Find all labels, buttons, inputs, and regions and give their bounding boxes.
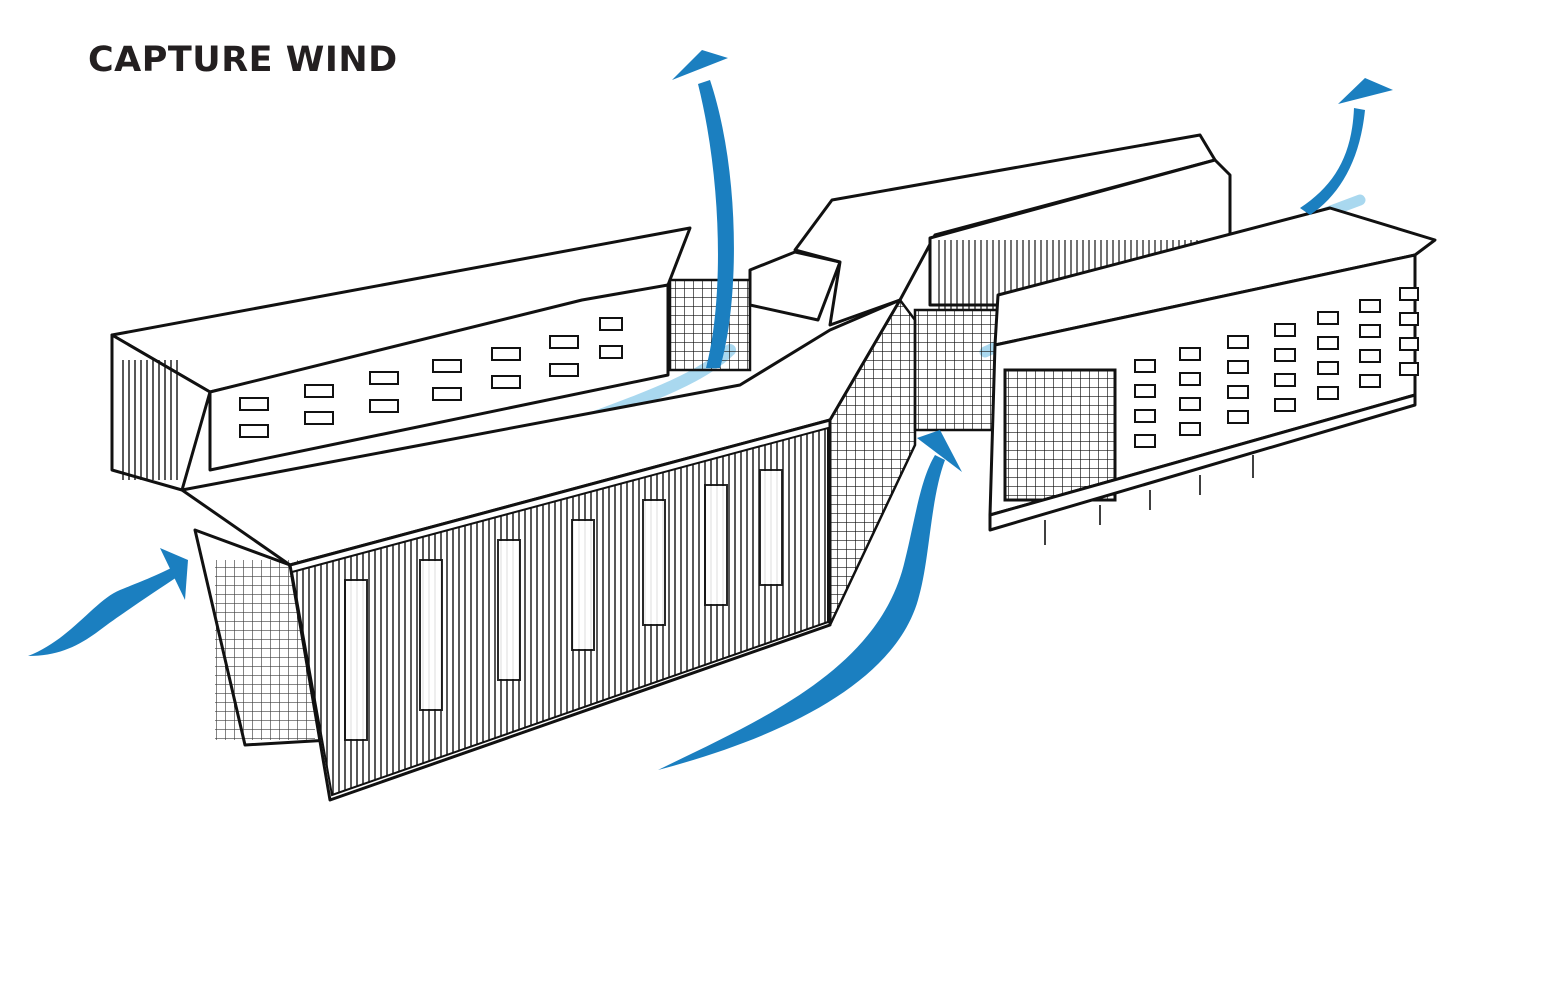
front-left-window-columns	[344, 469, 783, 741]
diagram-title: CAPTURE WIND	[88, 40, 398, 80]
wind-arrow-inlet-center	[658, 430, 962, 770]
wind-arrow-inlet-left	[28, 548, 188, 656]
glass-link	[913, 308, 1002, 432]
wind-arrow-exhaust-center	[672, 50, 734, 368]
rear-left-wing	[110, 226, 752, 472]
front-right-block	[988, 206, 1437, 545]
rear-left-windows	[239, 317, 623, 438]
front-right-windows	[1134, 287, 1419, 448]
wind-arrows	[28, 50, 1393, 770]
pilotis-columns	[1044, 455, 1254, 545]
central-bridge	[748, 133, 1217, 327]
wind-arrow-exhaust-right	[1300, 78, 1393, 215]
